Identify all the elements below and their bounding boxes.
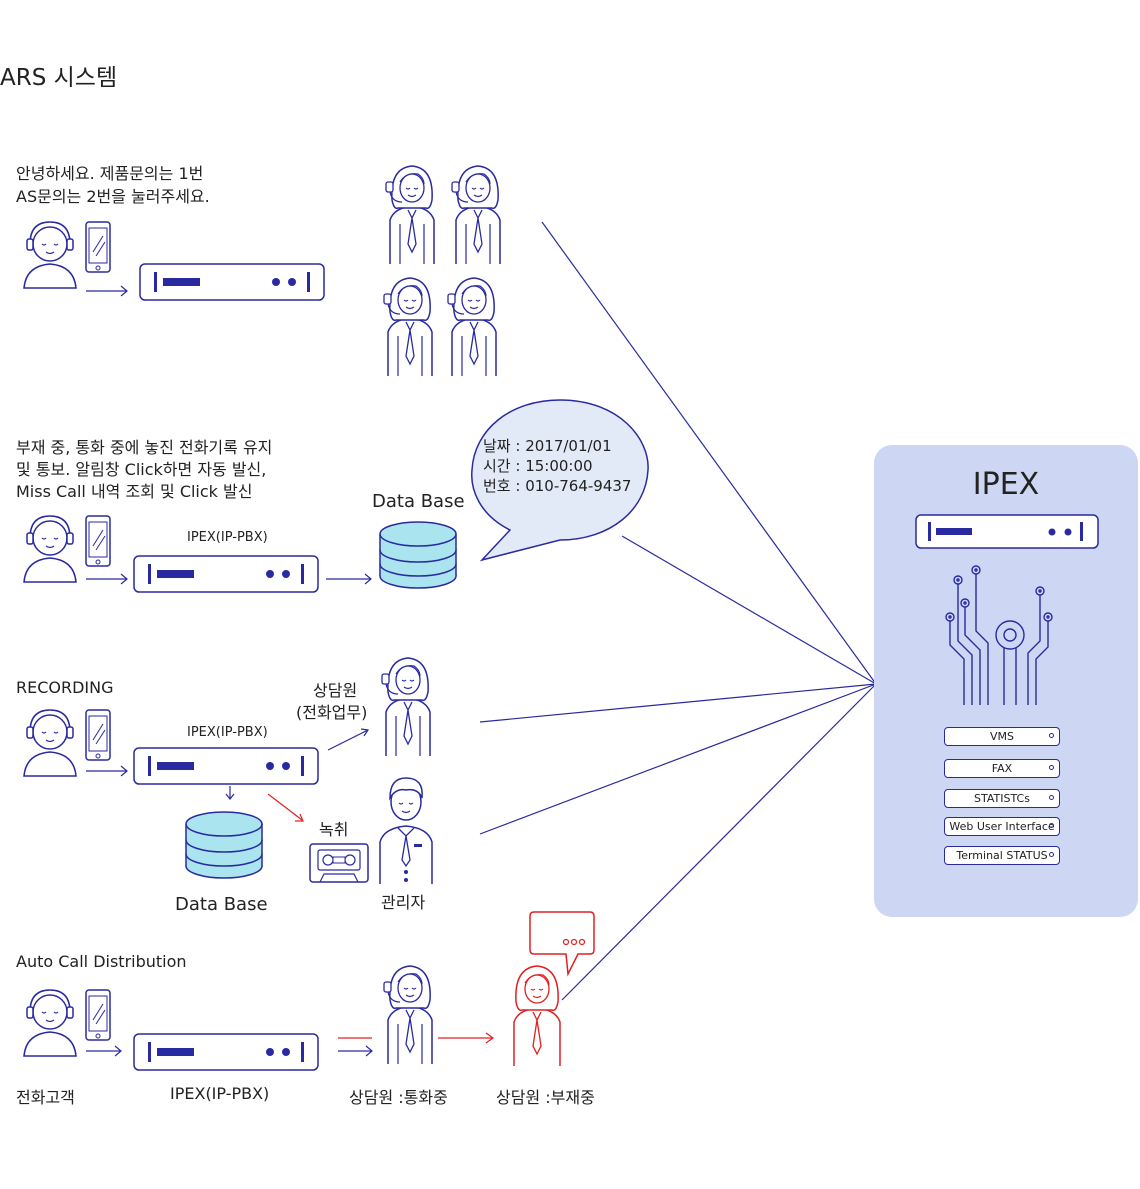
module-fax[interactable]: FAX bbox=[944, 759, 1060, 778]
customer-icon bbox=[23, 221, 111, 289]
pbx-device-icon bbox=[133, 1033, 319, 1071]
status-dot-icon bbox=[1049, 852, 1054, 857]
database-icon bbox=[185, 811, 263, 879]
status-dot-icon bbox=[1049, 765, 1054, 770]
module-label: Web User Interface bbox=[949, 820, 1055, 833]
customer-icon bbox=[23, 515, 111, 583]
section4-pbx-label: IPEX(IP-PBX) bbox=[170, 1084, 270, 1103]
section3-manager-label: 관리자 bbox=[381, 893, 426, 912]
ipex-panel: IPEX VMS FAX bbox=[874, 445, 1138, 917]
agent-absent-icon bbox=[513, 965, 561, 1066]
module-label: FAX bbox=[991, 762, 1013, 775]
chat-bubble-icon bbox=[529, 911, 595, 977]
bubble-date: 날짜 : 2017/01/01 bbox=[483, 437, 612, 455]
section3-agent-label-line2: (전화업무) bbox=[296, 703, 368, 722]
section3-pbx-label: IPEX(IP-PBX) bbox=[187, 725, 268, 740]
bubble-text: 날짜 : 2017/01/01 시간 : 15:00:00 번호 : 010-7… bbox=[483, 436, 631, 496]
section4-agent-busy-label: 상담원 :통화중 bbox=[349, 1088, 448, 1107]
section2-desc-line2: 및 통보. 알림창 Click하면 자동 발신, bbox=[16, 460, 267, 479]
module-terminal-status[interactable]: Terminal STATUS bbox=[944, 846, 1060, 865]
connector-lines bbox=[479, 221, 877, 1001]
ipex-title: IPEX bbox=[972, 467, 1040, 502]
module-label: STATISTCs bbox=[974, 792, 1030, 805]
agent-icon bbox=[381, 657, 431, 757]
pbx-device-icon bbox=[139, 263, 325, 301]
section4-customer-label: 전화고객 bbox=[16, 1088, 75, 1107]
agent-icon bbox=[451, 165, 501, 265]
module-vms[interactable]: VMS bbox=[944, 727, 1060, 746]
pbx-device-icon bbox=[133, 747, 319, 785]
circuit-icon bbox=[945, 565, 1053, 705]
section3-record-label: 녹취 bbox=[319, 820, 349, 839]
section4-title: Auto Call Distribution bbox=[16, 952, 187, 971]
module-label: VMS bbox=[990, 730, 1014, 743]
cassette-tape-icon bbox=[309, 843, 369, 883]
manager-icon bbox=[379, 777, 433, 884]
customer-icon bbox=[23, 709, 111, 777]
database-icon bbox=[379, 521, 457, 589]
module-web-user-interface[interactable]: Web User Interface bbox=[944, 817, 1060, 836]
bubble-time: 시간 : 15:00:00 bbox=[483, 457, 593, 475]
page-title: ARS 시스템 bbox=[0, 65, 118, 91]
pbx-device-icon bbox=[133, 555, 319, 593]
speech-bubble bbox=[471, 399, 649, 562]
section4-agent-absent-label: 상담원 :부재중 bbox=[496, 1088, 595, 1107]
status-dot-icon bbox=[1049, 823, 1054, 828]
agent-icon bbox=[383, 277, 433, 377]
section2-desc-line3: Miss Call 내역 조회 및 Click 발신 bbox=[16, 482, 253, 501]
section1-desc-line1: 안녕하세요. 제품문의는 1번 bbox=[16, 164, 204, 183]
section2-desc-line1: 부재 중, 통화 중에 놓진 전화기록 유지 bbox=[16, 438, 273, 457]
agent-busy-icon bbox=[383, 965, 433, 1065]
status-dot-icon bbox=[1049, 733, 1054, 738]
section1-desc-line2: AS문의는 2번을 눌러주세요. bbox=[16, 187, 210, 206]
ipex-graphics bbox=[915, 514, 1099, 705]
agent-icon bbox=[385, 165, 435, 265]
status-dot-icon bbox=[1049, 795, 1054, 800]
customer-icon bbox=[23, 989, 111, 1057]
section3-title: RECORDING bbox=[16, 678, 114, 697]
section3-agent-label-line1: 상담원 bbox=[313, 681, 358, 700]
agent-icon bbox=[447, 277, 497, 377]
section2-pbx-label: IPEX(IP-PBX) bbox=[187, 530, 268, 545]
section3-db-label: Data Base bbox=[175, 894, 268, 915]
module-label: Terminal STATUS bbox=[956, 849, 1048, 862]
module-statistics[interactable]: STATISTCs bbox=[944, 789, 1060, 808]
section2-db-label: Data Base bbox=[372, 491, 465, 512]
bubble-number: 번호 : 010-764-9437 bbox=[483, 477, 632, 495]
